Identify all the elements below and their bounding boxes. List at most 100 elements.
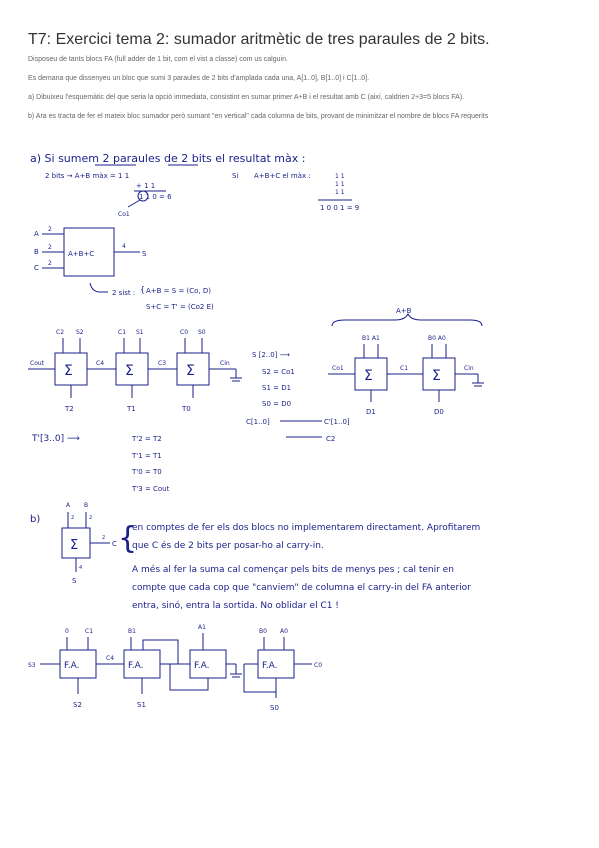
svg-text:T'2 = T2: T'2 = T2: [131, 435, 162, 443]
svg-text:B: B: [84, 502, 88, 509]
svg-text:{: {: [118, 521, 137, 556]
svg-text:0: 0: [65, 628, 69, 635]
svg-text:F.A.: F.A.: [128, 661, 143, 671]
svg-text:Cin: Cin: [220, 360, 230, 367]
svg-text:Co1: Co1: [332, 365, 344, 372]
svg-text:Σ: Σ: [432, 368, 441, 384]
svg-text:S [2..0] ⟶: S [2..0] ⟶: [252, 351, 290, 359]
svg-text:S1: S1: [137, 701, 146, 709]
svg-text:C1: C1: [400, 365, 408, 372]
abc-label: A+B+C el màx :: [254, 172, 311, 180]
svg-text:S1: S1: [136, 329, 144, 336]
svg-text:B0 A0: B0 A0: [428, 335, 446, 342]
svg-text:Σ: Σ: [64, 363, 73, 379]
svg-text:Cin: Cin: [464, 365, 474, 372]
svg-text:C: C: [34, 264, 39, 272]
svg-text:A0: A0: [280, 628, 288, 635]
svg-text:D0: D0: [434, 408, 444, 416]
svg-text:S0: S0: [270, 704, 279, 712]
cout-label: Co1: [118, 211, 130, 218]
svg-text:2: 2: [48, 244, 52, 251]
svg-text:Σ: Σ: [364, 368, 373, 384]
svg-text:4: 4: [122, 243, 126, 250]
svg-text:C'[1..0]: C'[1..0]: [324, 418, 350, 426]
svg-text:C2: C2: [326, 435, 335, 443]
svg-text:A+B+C: A+B+C: [68, 250, 94, 258]
svg-text:4: 4: [79, 565, 82, 571]
abc-sum: 1 0 0 1 = 9: [320, 204, 359, 212]
svg-text:1 1: 1 1: [335, 189, 345, 196]
svg-text:A+B = S = (Co, D): A+B = S = (Co, D): [146, 287, 211, 295]
svg-text:S0 = D0: S0 = D0: [262, 400, 291, 408]
svg-text:1 1: 1 1: [335, 173, 345, 180]
svg-text:S1 = D1: S1 = D1: [262, 384, 291, 392]
svg-text:2: 2: [48, 226, 52, 233]
svg-text:S+C = T' = (Co2 E): S+C = T' = (Co2 E): [146, 303, 214, 311]
svg-text:T2: T2: [64, 405, 74, 413]
svg-text:C4: C4: [106, 655, 114, 662]
svg-text:Cout: Cout: [30, 360, 45, 367]
svg-text:C4: C4: [96, 360, 104, 367]
svg-text:A+B: A+B: [396, 307, 412, 315]
page-title: T7: Exercici tema 2: sumador aritmètic d…: [28, 31, 490, 48]
svg-text:T'1 = T1: T'1 = T1: [131, 452, 162, 460]
svg-text:T1: T1: [126, 405, 136, 413]
svg-text:2: 2: [89, 515, 92, 521]
ab-sum: 1 1 0 = 6: [139, 193, 172, 201]
carry-circle: [137, 190, 149, 202]
svg-text:C2: C2: [56, 329, 64, 336]
svg-text:Σ: Σ: [70, 538, 78, 553]
svg-text:S2: S2: [73, 701, 82, 709]
svg-text:C0: C0: [180, 329, 188, 336]
svg-text:compte que cada cop que "canvi: compte que cada cop que "canviem" de col…: [132, 583, 471, 593]
svg-text:Σ: Σ: [186, 363, 195, 379]
svg-text:T'0 = T0: T'0 = T0: [131, 468, 162, 476]
svg-text:T0: T0: [181, 405, 191, 413]
svg-text:2 sist :: 2 sist :: [112, 289, 135, 297]
statement-paragraph-1: Disposeu de tants blocs FA (full adder d…: [28, 56, 288, 63]
svg-text:C: C: [112, 540, 117, 548]
svg-text:A més al fer la suma cal comen: A més al fer la suma cal començar pels b…: [132, 564, 454, 575]
svg-text:Σ: Σ: [125, 363, 134, 379]
svg-text:D1: D1: [366, 408, 376, 416]
svg-text:en comptes de fer els dos bloc: en comptes de fer els dos blocs no imple…: [132, 523, 480, 533]
svg-text:B1: B1: [128, 628, 136, 635]
svg-text:F.A.: F.A.: [64, 661, 79, 671]
svg-text:S0: S0: [198, 329, 206, 336]
svg-text:A: A: [66, 502, 71, 509]
svg-text:2: 2: [48, 260, 52, 267]
svg-text:entra, sinó, entra la sortida.: entra, sinó, entra la sortida. No oblida…: [132, 600, 339, 611]
svg-text:T'[3..0] ⟶: T'[3..0] ⟶: [31, 434, 80, 444]
statement-paragraph-3: a) Dibuixeu l'esquemàtic del que seria l…: [28, 94, 465, 101]
statement-paragraph-2: Es demana que dissenyeu un bloc que sumi…: [28, 75, 370, 82]
svg-text:C0: C0: [314, 662, 322, 669]
svg-text:B1 A1: B1 A1: [362, 335, 380, 342]
svg-text:b): b): [30, 514, 40, 525]
statement-paragraph-4: b) Ara es tracta de fer el mateix bloc s…: [28, 113, 489, 120]
ab-max: 2 bits → A+B màx = 1 1: [45, 172, 129, 180]
svg-text:que C és de 2 bits per posar-h: que C és de 2 bits per posar-ho al carry…: [132, 540, 324, 551]
svg-text:C3: C3: [158, 360, 166, 367]
svg-text:S3: S3: [28, 662, 36, 669]
svg-text:A1: A1: [198, 624, 206, 631]
svg-text:C1: C1: [85, 628, 93, 635]
part-a-heading: a) Si sumem 2 paraules de 2 bits el resu…: [30, 152, 305, 165]
svg-text:S: S: [72, 577, 77, 585]
svg-text:T'3 = Cout: T'3 = Cout: [131, 485, 170, 493]
svg-text:C[1..0]: C[1..0]: [246, 418, 270, 426]
ab-row2: + 1 1: [136, 182, 155, 190]
svg-text:A: A: [34, 230, 39, 238]
svg-text:B0: B0: [259, 628, 267, 635]
si-label: Si: [232, 172, 238, 180]
svg-text:F.A.: F.A.: [262, 661, 277, 671]
svg-text:{: {: [140, 285, 145, 294]
svg-text:S2 = Co1: S2 = Co1: [262, 368, 295, 376]
svg-text:S2: S2: [76, 329, 84, 336]
svg-text:1 1: 1 1: [335, 181, 345, 188]
svg-text:B: B: [34, 248, 39, 256]
svg-text:2: 2: [102, 535, 105, 541]
svg-text:S: S: [142, 250, 147, 258]
svg-text:C1: C1: [118, 329, 126, 336]
